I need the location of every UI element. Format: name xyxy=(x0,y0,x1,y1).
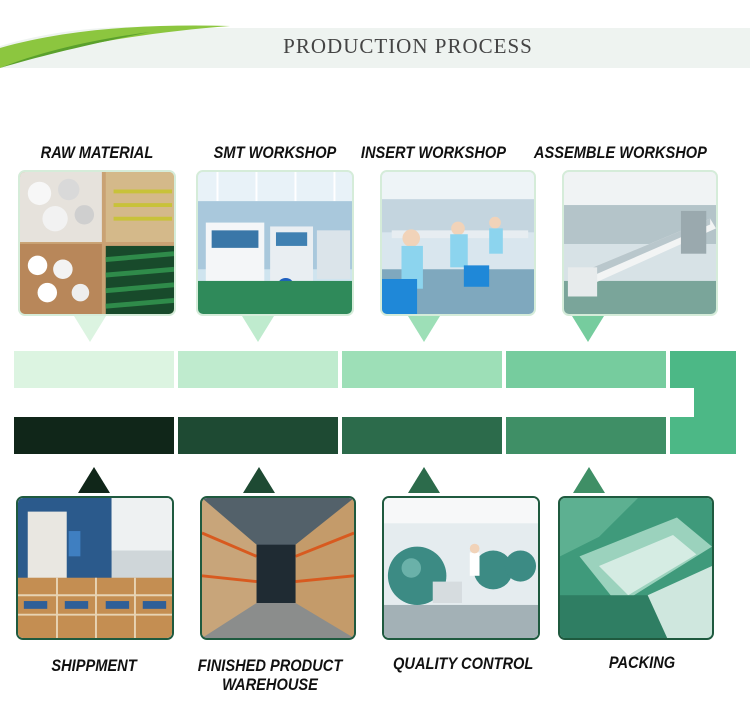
step-label-shipment: SHIPPMENT xyxy=(51,656,137,675)
step-label-insert-workshop: INSERT WORKSHOP xyxy=(360,143,507,162)
insert-workshop-photo xyxy=(380,170,536,316)
header-banner xyxy=(0,25,750,68)
flow-segment-8 xyxy=(14,417,174,454)
pointer-warehouse xyxy=(243,467,275,493)
pointer-quality-control xyxy=(408,467,440,493)
quality-control-photo xyxy=(382,496,540,640)
assemble-workshop-photo xyxy=(562,170,718,316)
pointer-packing xyxy=(573,467,605,493)
flow-turn-connector xyxy=(670,351,736,454)
step-label-warehouse-line2: WAREHOUSE xyxy=(222,675,318,694)
flow-segment-6 xyxy=(342,417,502,454)
shipment-photo xyxy=(16,496,174,640)
warehouse-photo xyxy=(200,496,356,640)
flow-segment-3 xyxy=(342,351,502,388)
step-label-raw-material: RAW MATERIAL xyxy=(40,143,154,162)
flow-segment-7 xyxy=(178,417,338,454)
pointer-assemble-workshop xyxy=(572,316,604,342)
step-label-assemble-workshop: ASSEMBLE WORKSHOP xyxy=(533,143,707,162)
step-label-quality-control: QUALITY CONTROL xyxy=(393,654,534,673)
flow-segment-1 xyxy=(14,351,174,388)
packing-photo xyxy=(558,496,714,640)
pointer-shipment xyxy=(78,467,110,493)
step-label-packing: PACKING xyxy=(608,653,676,672)
raw-material-photo xyxy=(18,170,176,316)
pointer-smt-workshop xyxy=(242,316,274,342)
flow-segment-2 xyxy=(178,351,338,388)
flow-segment-5 xyxy=(506,417,666,454)
smt-workshop-photo xyxy=(196,170,354,316)
pointer-raw-material xyxy=(74,316,106,342)
flow-segment-4 xyxy=(506,351,666,388)
step-label-warehouse-line1: FINISHED PRODUCT xyxy=(197,656,343,675)
page-title: PRODUCTION PROCESS xyxy=(283,34,533,58)
pointer-insert-workshop xyxy=(408,316,440,342)
step-label-smt-workshop: SMT WORKSHOP xyxy=(213,143,337,162)
